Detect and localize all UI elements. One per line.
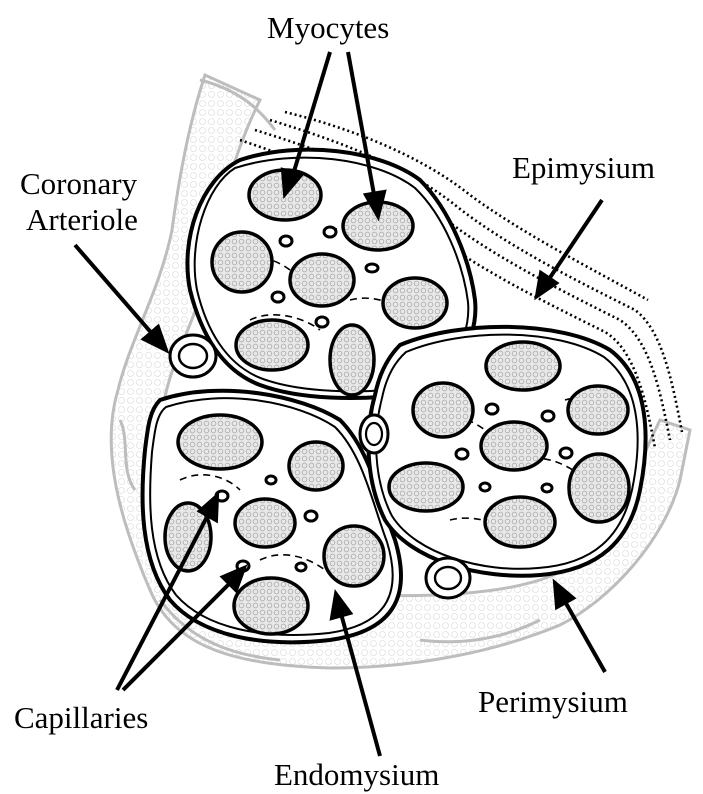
myocyte	[330, 325, 374, 395]
capillary	[305, 511, 317, 521]
capillary	[272, 292, 284, 302]
myocyte	[324, 526, 384, 586]
capillary	[324, 227, 336, 237]
arrow-coronary	[75, 245, 155, 337]
myocyte	[486, 342, 560, 390]
capillary	[316, 317, 328, 327]
label-coronary-line2: Arteriole	[26, 202, 138, 237]
capillary	[542, 411, 554, 421]
label-perimysium: Perimysium	[478, 684, 628, 719]
capillary	[486, 404, 498, 414]
myocyte	[289, 442, 343, 490]
arrow-epimysium	[547, 200, 602, 282]
label-epimysium: Epimysium	[512, 150, 655, 185]
capillary	[560, 448, 572, 458]
capillary	[366, 264, 378, 272]
myocyte	[212, 232, 272, 292]
label-myocytes: Myocytes	[267, 10, 389, 45]
label-endomysium: Endomysium	[274, 757, 439, 792]
myocyte	[383, 278, 447, 328]
myocyte	[569, 454, 629, 522]
capillary	[456, 449, 468, 459]
myocyte	[290, 254, 354, 306]
capillary	[480, 483, 490, 491]
myocyte	[236, 320, 308, 370]
label-capillaries: Capillaries	[14, 700, 148, 735]
myocyte	[234, 578, 308, 634]
myocyte	[389, 463, 463, 511]
capillary	[542, 484, 552, 492]
myocyte	[481, 422, 547, 470]
myocyte	[178, 415, 262, 469]
capillary	[296, 563, 306, 571]
myocyte	[568, 386, 628, 434]
myocyte	[413, 383, 473, 437]
myocyte	[485, 497, 555, 547]
myocyte	[235, 499, 295, 547]
capillary	[266, 476, 276, 484]
capillary	[280, 236, 292, 246]
label-coronary-line1: Coronary	[20, 166, 138, 201]
